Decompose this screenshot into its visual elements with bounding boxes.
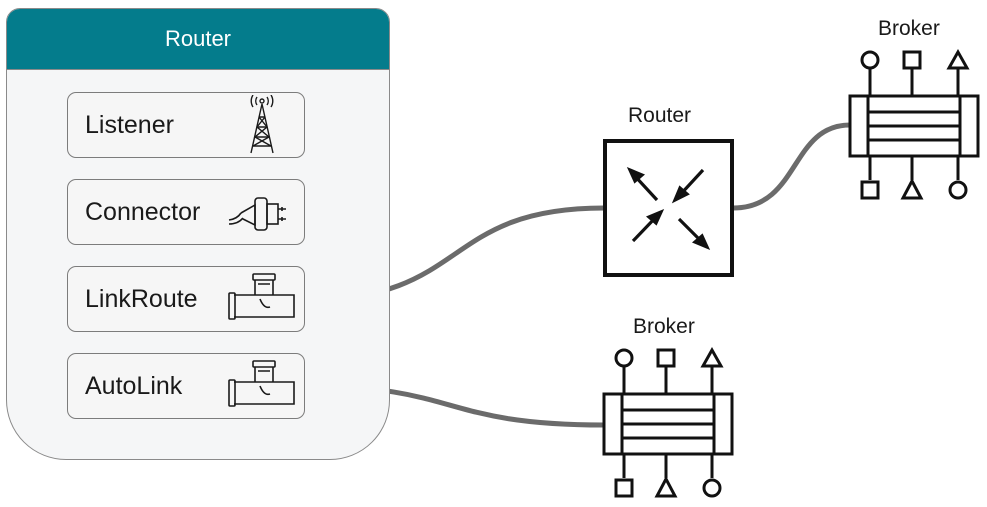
autolink-entity[interactable]: AutoLink <box>67 353 305 419</box>
linkroute-label: LinkRoute <box>85 284 198 313</box>
radio-tower-icon <box>250 95 274 154</box>
listener-label: Listener <box>85 110 174 139</box>
pipe-tee-icon <box>228 273 295 320</box>
connector-entity[interactable]: Connector <box>67 179 305 245</box>
linkroute-entity[interactable]: LinkRoute <box>67 266 305 332</box>
router-arrows-icon[interactable] <box>603 139 734 277</box>
plug-icon <box>228 197 286 231</box>
router-panel: Router Listener Connector <box>6 8 390 460</box>
autolink-label: AutoLink <box>85 371 183 400</box>
broker-top-label: Broker <box>878 17 940 40</box>
router-panel-title: Router <box>7 9 389 70</box>
broker-bottom-label: Broker <box>633 315 695 338</box>
broker-icon[interactable] <box>602 346 734 501</box>
broker-icon[interactable] <box>848 48 980 203</box>
listener-entity[interactable]: Listener <box>67 92 305 158</box>
router-node-label: Router <box>628 104 692 127</box>
pipe-tee-icon <box>228 360 295 407</box>
connection-router-to-broker <box>732 122 851 211</box>
connector-label: Connector <box>85 197 201 226</box>
